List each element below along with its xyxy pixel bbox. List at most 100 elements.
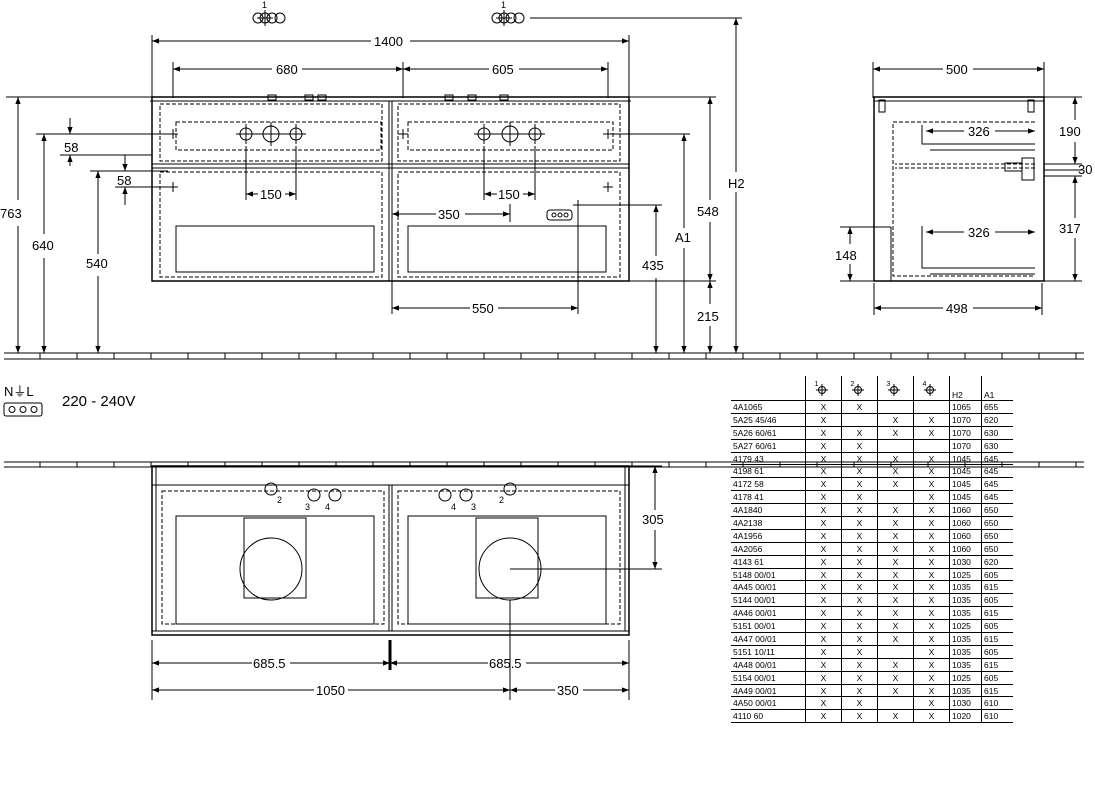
model-code-cell: 4172 58 bbox=[733, 479, 764, 490]
table-header-blank bbox=[731, 376, 806, 401]
model-code-cell: 5154 00/01 bbox=[733, 672, 776, 683]
tap-option-cell: X bbox=[877, 632, 914, 646]
hole-label: 2 bbox=[277, 495, 282, 505]
hole-label: 3 bbox=[471, 502, 476, 512]
a1-cell: 650 bbox=[981, 503, 1013, 517]
tap-option-cell: X bbox=[805, 658, 842, 672]
tap-option-cell: X bbox=[805, 555, 842, 569]
a1-cell: 610 bbox=[981, 709, 1013, 723]
a1-cell: 650 bbox=[981, 542, 1013, 556]
tap-option-cell: X bbox=[805, 619, 842, 633]
dim-148: 148 bbox=[835, 248, 857, 263]
tap-option-cell: X bbox=[805, 490, 842, 504]
tap-option-cell: X bbox=[877, 555, 914, 569]
dim-435: 435 bbox=[642, 258, 664, 273]
top-view: 2 3 4 4 3 2 305 685.5 685.5 1050 350 bbox=[151, 465, 664, 700]
tap-option-cell: X bbox=[805, 516, 842, 530]
dim-317: 317 bbox=[1059, 221, 1081, 236]
tap-option-cell: X bbox=[841, 464, 878, 478]
tap-option-cell: X bbox=[913, 568, 950, 581]
h2-cell: 1035 bbox=[949, 684, 982, 697]
tap-option-cell: X bbox=[877, 503, 914, 517]
dim-215: 215 bbox=[697, 309, 719, 324]
model-code-cell: 4A45 00/01 bbox=[733, 582, 777, 593]
tap-option-cell: X bbox=[877, 568, 914, 581]
tap-option-cell: X bbox=[805, 400, 842, 414]
model-code-cell: 4110 60 bbox=[733, 711, 764, 722]
tap-option-cell bbox=[913, 439, 950, 453]
socket-icon bbox=[546, 209, 573, 221]
tap-option-cell: X bbox=[913, 529, 950, 543]
h2-cell: 1045 bbox=[949, 490, 982, 504]
tap-option-cell: X bbox=[913, 580, 950, 594]
tap-option-cell: X bbox=[877, 671, 914, 685]
a1-cell: 650 bbox=[981, 529, 1013, 543]
dim-326: 326 bbox=[968, 225, 990, 240]
model-code-cell: 4A50 00/01 bbox=[733, 698, 777, 709]
model-code-cell: 4178 41 bbox=[733, 492, 764, 503]
tap-symbol-icon bbox=[887, 380, 901, 396]
tap-option-cell bbox=[841, 413, 878, 427]
tap-option-cell: X bbox=[877, 452, 914, 465]
tap-option-cell: X bbox=[877, 619, 914, 633]
voltage-label: 220 - 240V bbox=[62, 393, 135, 410]
tap-option-cell: X bbox=[913, 645, 950, 659]
a1-cell: 605 bbox=[981, 593, 1013, 607]
a1-cell: 615 bbox=[981, 606, 1013, 620]
dim-350: 350 bbox=[557, 683, 579, 698]
dim-500: 500 bbox=[946, 62, 968, 77]
dim-58: 58 bbox=[64, 140, 78, 155]
dim-H2: H2 bbox=[728, 176, 745, 191]
dim-640: 640 bbox=[32, 238, 54, 253]
dim-58: 58 bbox=[117, 173, 131, 188]
dim-498: 498 bbox=[946, 301, 968, 316]
model-code-cell: 4A46 00/01 bbox=[733, 608, 777, 619]
tap-option-cell: X bbox=[805, 580, 842, 594]
tap-option-cell: X bbox=[841, 529, 878, 543]
dim-685-5: 685.5 bbox=[489, 656, 522, 671]
dim-685-5: 685.5 bbox=[253, 656, 286, 671]
tap-option-cell: X bbox=[913, 542, 950, 556]
h2-cell: 1060 bbox=[949, 529, 982, 543]
tap-option-cell bbox=[877, 400, 914, 414]
tap-option-cell: X bbox=[877, 516, 914, 530]
dim-30: 30 bbox=[1078, 162, 1092, 177]
table-header-tap-3: 3 bbox=[877, 376, 914, 401]
h2-cell: 1035 bbox=[949, 658, 982, 672]
h2-cell: 1035 bbox=[949, 645, 982, 659]
model-code-cell: 4A48 00/01 bbox=[733, 659, 777, 670]
a1-cell: 630 bbox=[981, 426, 1013, 440]
connection-icon bbox=[236, 122, 545, 146]
tap-option-cell: X bbox=[805, 709, 842, 723]
tap-option-cell: X bbox=[841, 709, 878, 723]
tap-option-cell: X bbox=[805, 696, 842, 710]
table-header-a1: A1 bbox=[981, 376, 1013, 401]
h2-cell: 1045 bbox=[949, 477, 982, 491]
a1-cell: 645 bbox=[981, 490, 1013, 504]
tap-symbol-icon bbox=[923, 380, 937, 396]
a1-cell: 655 bbox=[981, 400, 1013, 414]
tap-option-cell: X bbox=[841, 593, 878, 607]
tap-option-cell: X bbox=[841, 580, 878, 594]
model-code-cell: 4A2056 bbox=[733, 543, 763, 554]
model-code-cell: 4A2138 bbox=[733, 517, 763, 528]
dim-305: 305 bbox=[642, 512, 664, 527]
h2-cell: 1035 bbox=[949, 593, 982, 607]
table-header-tap-1: 1 bbox=[805, 376, 842, 401]
h2-cell: 1035 bbox=[949, 632, 982, 646]
tap-option-cell: X bbox=[913, 593, 950, 607]
table-header-tap-2: 2 bbox=[841, 376, 878, 401]
dim-550: 550 bbox=[472, 301, 494, 316]
tap-option-cell: X bbox=[805, 439, 842, 453]
tap-option-cell: X bbox=[841, 568, 878, 581]
